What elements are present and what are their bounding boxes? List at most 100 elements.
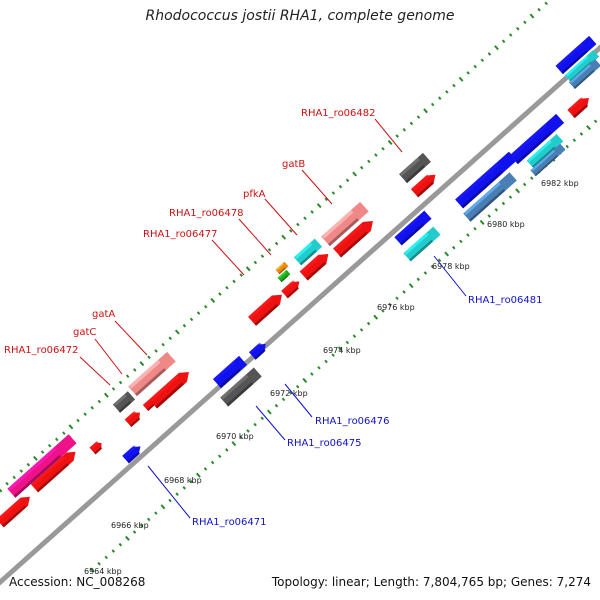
- tick-mark-bottom: [337, 346, 343, 352]
- tick-mark-top: [374, 153, 378, 157]
- gene-feature[interactable]: [463, 172, 517, 222]
- tick-mark-top: [501, 39, 506, 44]
- gene-feature[interactable]: [293, 238, 323, 266]
- tick-mark-top: [90, 406, 94, 410]
- tick-mark-bottom: [473, 226, 477, 231]
- gene-feature[interactable]: [277, 269, 291, 283]
- tick-mark-top: [508, 33, 513, 37]
- tick-mark-top: [338, 184, 343, 189]
- gene-feature[interactable]: [248, 290, 286, 326]
- tick-mark-bottom: [452, 245, 456, 250]
- tick-mark-top: [395, 134, 399, 138]
- tick-mark-bottom: [494, 207, 499, 212]
- gene-feature[interactable]: [281, 278, 303, 299]
- gene-label-top[interactable]: RHA1_ro06477: [143, 229, 245, 276]
- gene-feature[interactable]: [410, 171, 439, 198]
- tick-mark-top: [196, 311, 201, 315]
- tick-mark-top: [47, 443, 52, 448]
- tick-mark-top: [118, 380, 123, 385]
- tick-mark-bottom: [154, 511, 158, 515]
- gene-feature[interactable]: [403, 226, 441, 262]
- gene-feature[interactable]: [455, 151, 517, 209]
- tick-mark-top: [438, 96, 442, 100]
- tick-mark-top: [402, 127, 407, 132]
- tick-mark-top: [33, 455, 38, 461]
- tick-mark-bottom: [359, 328, 364, 332]
- tick-mark-top: [352, 171, 358, 177]
- tick-mark-bottom: [515, 188, 520, 194]
- tick-mark-bottom: [310, 372, 314, 376]
- gene-feature[interactable]: [30, 448, 79, 493]
- tick-mark-top: [189, 317, 194, 322]
- tick-mark-top: [416, 115, 421, 119]
- tick-mark-bottom: [210, 460, 215, 465]
- tick-mark-bottom: [331, 353, 335, 357]
- tick-mark-bottom: [437, 258, 442, 263]
- gene-label-top[interactable]: RHA1_ro06482: [301, 108, 403, 153]
- tick-mark-top: [12, 475, 16, 480]
- gene-label-bottom[interactable]: RHA1_ro06481: [433, 255, 543, 306]
- gene-label-top[interactable]: gatB: [282, 159, 333, 205]
- gene-feature[interactable]: [112, 391, 136, 413]
- gene-label-top[interactable]: gatC: [73, 327, 123, 375]
- tick-mark-bottom: [175, 492, 179, 496]
- gene-feature[interactable]: [128, 351, 176, 397]
- gene-label-text: gatB: [282, 159, 305, 170]
- gene-label-bottom[interactable]: RHA1_ro06475: [255, 405, 362, 449]
- gene-label-text: RHA1_ro06481: [468, 295, 543, 306]
- gene-feature[interactable]: [526, 133, 564, 169]
- tick-mark-bottom: [586, 125, 591, 131]
- gene-feature[interactable]: [89, 440, 105, 455]
- gene-label-top[interactable]: pfkA: [243, 189, 298, 236]
- tick-mark-top: [174, 329, 180, 335]
- gene-feature[interactable]: [275, 261, 289, 275]
- tick-mark-top: [161, 342, 165, 347]
- tick-mark-bottom: [466, 233, 470, 237]
- gene-label-text: RHA1_ro06472: [4, 345, 79, 356]
- gene-label-bottom[interactable]: RHA1_ro06471: [147, 465, 267, 528]
- tick-mark-bottom: [168, 498, 172, 503]
- gene-feature[interactable]: [248, 340, 269, 360]
- gene-feature[interactable]: [7, 434, 77, 498]
- kbp-label: 6964 kbp: [84, 567, 122, 576]
- tick-mark-top: [458, 76, 464, 82]
- gene-feature[interactable]: [0, 493, 34, 528]
- gene-feature[interactable]: [555, 35, 597, 75]
- tick-mark-bottom: [239, 435, 243, 440]
- tick-mark-top: [68, 424, 74, 430]
- tick-mark-top: [409, 121, 414, 126]
- gene-feature[interactable]: [394, 210, 432, 246]
- gene-feature[interactable]: [124, 409, 144, 428]
- tick-mark-top: [245, 266, 251, 272]
- gene-feature[interactable]: [568, 58, 600, 90]
- tick-mark-top: [26, 462, 31, 467]
- tick-mark-bottom: [97, 561, 101, 566]
- tick-mark-top: [260, 254, 265, 258]
- gene-label-top[interactable]: gatA: [92, 309, 148, 356]
- gene-label-bottom[interactable]: RHA1_ro06476: [284, 383, 390, 427]
- gene-feature[interactable]: [149, 368, 193, 409]
- gene-feature[interactable]: [220, 367, 262, 407]
- kbp-label: 6972 kbp: [270, 389, 308, 398]
- gene-feature[interactable]: [567, 94, 592, 119]
- gene-feature[interactable]: [142, 397, 157, 411]
- tick-mark-top: [5, 481, 9, 486]
- gene-label-top[interactable]: RHA1_ro06472: [4, 345, 111, 386]
- gene-feature[interactable]: [122, 443, 144, 464]
- gene-feature[interactable]: [299, 250, 333, 281]
- gene-feature[interactable]: [530, 143, 566, 177]
- tick-mark-bottom: [281, 397, 286, 402]
- tick-mark-bottom: [572, 138, 577, 143]
- tick-mark-top: [133, 368, 137, 372]
- gene-feature[interactable]: [212, 355, 248, 389]
- gene-feature[interactable]: [333, 217, 377, 258]
- tick-mark-top: [83, 412, 87, 416]
- genome-summary-text: Topology: linear; Length: 7,804,765 bp; …: [271, 575, 591, 589]
- gene-feature[interactable]: [509, 113, 565, 165]
- gene-label-top[interactable]: RHA1_ro06478: [169, 208, 272, 256]
- tick-mark-top: [203, 304, 208, 309]
- gene-feature[interactable]: [321, 201, 369, 247]
- gene-feature[interactable]: [399, 152, 431, 184]
- tick-mark-bottom: [217, 454, 222, 459]
- tick-mark-bottom: [324, 359, 328, 364]
